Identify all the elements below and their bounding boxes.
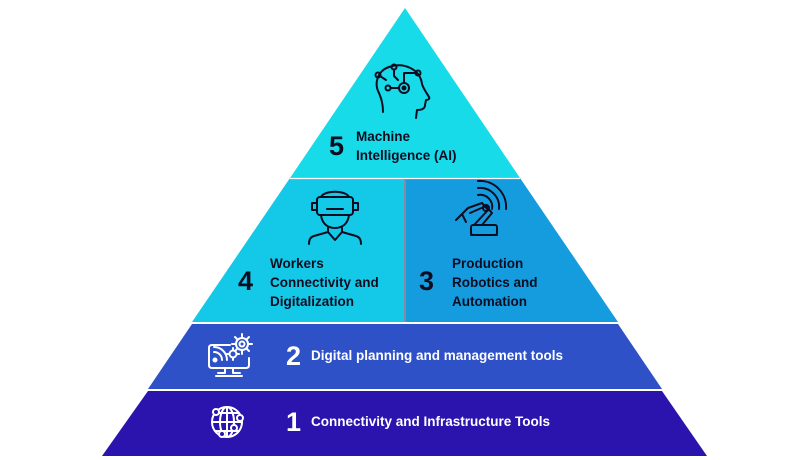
tier-3-label-line: Production — [452, 256, 524, 271]
tier-5-label: Machine Intelligence (AI) — [356, 127, 457, 165]
vr-headset-worker-icon — [308, 190, 362, 245]
tier-3-shape — [406, 178, 618, 322]
tier-3-label-line: Automation — [452, 294, 527, 309]
tier-4-label: Workers Connectivity and Digitalization — [270, 254, 379, 311]
tier-4-label-line: Workers — [270, 256, 324, 271]
monitor-gear-icon — [208, 333, 253, 377]
robotic-arm-icon — [455, 179, 508, 236]
tier-3-label: Production Robotics and Automation — [452, 254, 538, 311]
tier-2-number: 2 — [286, 341, 302, 371]
tier-5-label-line: Intelligence (AI) — [356, 148, 457, 163]
tier-2-label: Digital planning and management tools — [311, 346, 563, 365]
tier-1-shape — [102, 391, 707, 456]
tier-3-number: 3 — [419, 266, 435, 296]
tier-4-label-line: Connectivity and — [270, 275, 379, 290]
tier-2-label-line: Digital planning and management tools — [311, 348, 564, 363]
globe-network-icon — [211, 406, 244, 438]
tier-2-shape — [148, 324, 662, 389]
ai-head-icon — [374, 63, 431, 119]
tier-4-number: 4 — [238, 266, 254, 296]
tier-5-label-line: Machine — [356, 129, 411, 144]
tier-1-label-line: Connectivity and Infrastructure Tools — [311, 414, 551, 429]
tier-3-label-line: Robotics and — [452, 275, 538, 290]
tier-5-number: 5 — [329, 131, 345, 161]
tier-4-label-line: Digitalization — [270, 294, 354, 309]
tier-1-label: Connectivity and Infrastructure Tools — [311, 412, 550, 431]
tier-1-number: 1 — [286, 407, 302, 437]
